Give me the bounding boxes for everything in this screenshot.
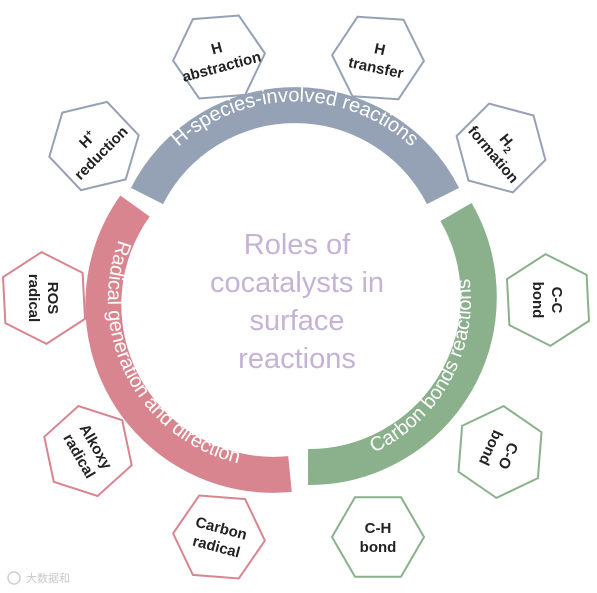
watermark-logo-icon	[7, 571, 21, 585]
hexagon-shape	[455, 102, 547, 194]
hexagon-shape	[171, 14, 267, 100]
hexagon-shape	[505, 252, 591, 348]
arc-band-h-species	[130, 87, 460, 205]
hexagon-label-line-2: radical	[25, 274, 42, 322]
hexagon-c-h-bond: C-H bond	[330, 496, 426, 578]
hexagon-shape	[330, 496, 426, 578]
hexagon-label-line-1: H	[373, 40, 387, 59]
hexagon-label-line-2: bond	[529, 282, 546, 319]
watermark-text: 大数据和	[26, 571, 70, 585]
center-title-line-3: surface	[249, 305, 344, 337]
center-title-line-4: reactions	[238, 343, 356, 375]
center-title-line-1: Roles of	[244, 229, 351, 261]
hexagon-label-line-1: C-H	[365, 520, 392, 537]
hexagon-label-line-1: ROS	[44, 282, 61, 315]
hexagon-label-line-1: C-C	[548, 287, 565, 314]
hexagon-shape	[457, 404, 543, 500]
hexagon-label-line-2: bond	[360, 539, 397, 556]
hexagon-label-line-1: H	[209, 39, 224, 58]
watermark: 大数据和	[7, 571, 70, 585]
hexagon-shape	[1, 250, 87, 346]
hexagon-shape	[171, 494, 267, 580]
center-title-line-2: cocatalysts in	[210, 267, 384, 299]
hexagon-shape	[48, 100, 140, 192]
hexagon-h-reduction: H+reduction	[48, 100, 140, 192]
arc-band-radical	[85, 195, 292, 493]
hexagon-shape	[43, 404, 133, 498]
arc-band-carbon-bonds	[307, 203, 497, 486]
hexagon-shape	[330, 15, 426, 101]
